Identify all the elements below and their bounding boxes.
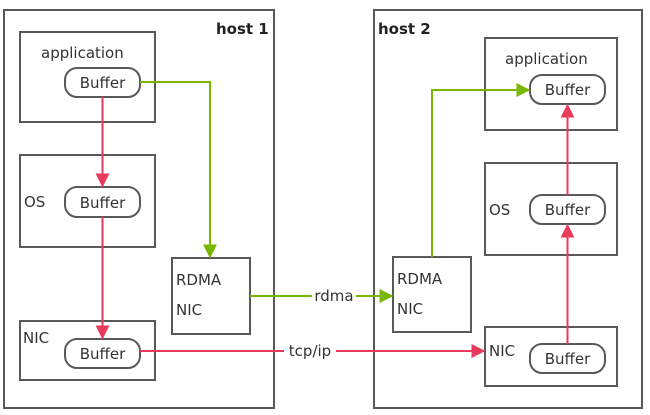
- host-1-application-label: application: [41, 44, 124, 62]
- host-1-application-buffer-label: Buffer: [80, 74, 126, 92]
- host-1-rdma-nic-line1: RDMA: [176, 271, 222, 289]
- host-2-rdma-nic-line1: RDMA: [397, 270, 443, 288]
- host-2-title: host 2: [378, 20, 431, 38]
- host-1-app-to-rdma-nic-arrow: [140, 81, 217, 259]
- host-1-rdma-nic-box: [171, 257, 251, 335]
- host-2-os-buffer-label: Buffer: [545, 201, 591, 219]
- host-2-application-buffer-label: Buffer: [545, 81, 591, 99]
- host-1-rdma-nic-line2: NIC: [176, 301, 202, 319]
- tcp-link-label: tcp/ip: [289, 342, 331, 360]
- host-1-os-label: OS: [24, 193, 45, 211]
- host-2-rdma-nic-to-app-arrow: [431, 83, 531, 257]
- host-2: host 2 application Buffer OS Buffer NIC …: [373, 9, 643, 409]
- host-2-nic-buffer-label: Buffer: [545, 350, 591, 368]
- host-1-os-buffer-label: Buffer: [80, 194, 126, 212]
- host-1: host 1 application Buffer OS Buffer NIC …: [3, 9, 275, 409]
- host-2-nic-label: NIC: [489, 342, 515, 360]
- host-1-title: host 1: [216, 20, 269, 38]
- host-1-nic-label: NIC: [23, 329, 49, 347]
- rdma-link-label: rdma: [314, 287, 353, 305]
- host-2-os-label: OS: [489, 201, 510, 219]
- host-2-application-label: application: [505, 50, 588, 68]
- host-2-rdma-nic-box: [392, 256, 472, 333]
- host-2-rdma-nic-line2: NIC: [397, 300, 423, 318]
- host-1-nic-buffer-label: Buffer: [80, 345, 126, 363]
